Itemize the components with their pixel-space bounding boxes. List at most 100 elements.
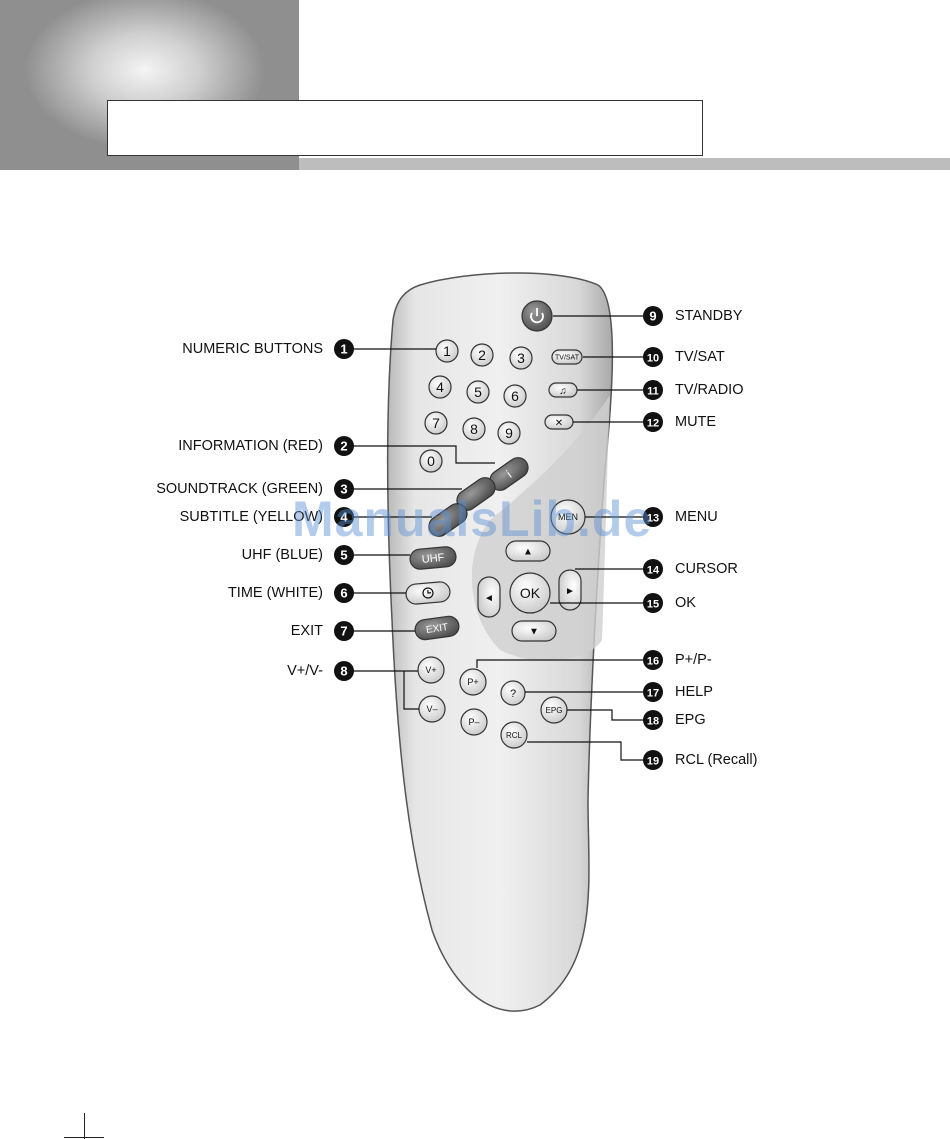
svg-text:10: 10 — [647, 353, 659, 365]
callout-marker-3: 3 — [334, 479, 354, 499]
ok-button[interactable]: OK — [509, 572, 551, 614]
callout-marker-16: 16 — [643, 650, 663, 670]
cursor-left-button[interactable] — [477, 576, 501, 618]
svg-text:12: 12 — [647, 418, 659, 430]
svg-text:TV/SAT: TV/SAT — [555, 354, 580, 361]
leader-line-8 — [353, 670, 419, 710]
numeric-button-6[interactable]: 6 — [503, 384, 527, 408]
callout-label-12: MUTE — [675, 414, 717, 430]
standby-button[interactable] — [521, 300, 553, 332]
leader-line-18 — [567, 709, 644, 721]
callout-marker-10: 10 — [643, 347, 663, 367]
callout-label-19: RCL (Recall) — [675, 752, 758, 768]
svg-text:19: 19 — [647, 756, 659, 768]
callout-label-9: STANDBY — [675, 308, 743, 324]
svg-text:▼: ▼ — [529, 627, 539, 638]
callout-label-11: TV/RADIO — [675, 382, 744, 398]
help-button[interactable]: ? — [500, 680, 526, 706]
subtitle-yellow-button[interactable] — [425, 500, 471, 540]
numeric-button-9[interactable]: 9 — [497, 421, 521, 445]
clock-icon — [422, 587, 434, 599]
callout-marker-5: 5 — [334, 545, 354, 565]
leader-line-16 — [476, 659, 644, 668]
header-title-box — [107, 100, 703, 156]
callout-label-4: SUBTITLE (YELLOW) — [179, 509, 323, 525]
cursor-left-icon: ◄ — [484, 593, 494, 604]
svg-text:8: 8 — [340, 664, 347, 679]
svg-text:MEN: MEN — [558, 512, 578, 522]
volume-down-button[interactable]: V– — [418, 695, 446, 723]
svg-text:15: 15 — [647, 599, 659, 611]
header-strip — [299, 158, 950, 170]
svg-text:OK: OK — [520, 585, 541, 601]
callout-label-14: CURSOR — [675, 561, 738, 577]
svg-text:4: 4 — [340, 510, 348, 525]
time-white-button[interactable] — [405, 581, 451, 605]
svg-text:16: 16 — [647, 656, 659, 668]
leader-line-2 — [353, 445, 495, 464]
callout-marker-4: 4 — [334, 507, 354, 527]
music-note-icon: ♫ — [559, 386, 567, 397]
svg-text:3: 3 — [340, 482, 347, 497]
cursor-down-button[interactable]: ▼ — [511, 620, 557, 642]
svg-text:RCL: RCL — [506, 731, 523, 740]
numeric-button-1[interactable]: 1 — [435, 339, 459, 363]
channel-up-button[interactable]: P+ — [459, 668, 487, 696]
page-corner-mark-h — [64, 1137, 104, 1138]
svg-text:?: ? — [510, 688, 516, 700]
watermark: ManualsLib.de — [292, 491, 653, 547]
callout-label-7: EXIT — [290, 623, 323, 639]
svg-text:V–: V– — [426, 704, 437, 714]
channel-down-button[interactable]: P– — [460, 708, 488, 736]
svg-text:9: 9 — [505, 425, 513, 441]
svg-text:4: 4 — [436, 379, 444, 395]
svg-text:2: 2 — [478, 347, 486, 363]
numeric-button-4[interactable]: 4 — [428, 375, 452, 399]
svg-text:6: 6 — [340, 586, 347, 601]
callout-marker-13: 13 — [643, 507, 663, 527]
svg-text:6: 6 — [511, 388, 519, 404]
callout-marker-14: 14 — [643, 559, 663, 579]
numeric-button-0[interactable]: 0 — [419, 449, 443, 473]
callout-label-2: INFORMATION (RED) — [178, 438, 323, 454]
epg-button[interactable]: EPG — [540, 696, 568, 724]
callout-marker-19: 19 — [643, 750, 663, 770]
svg-text:P+: P+ — [467, 677, 478, 687]
callout-marker-6: 6 — [334, 583, 354, 603]
uhf-blue-button[interactable]: UHF — [409, 546, 457, 570]
svg-text:8: 8 — [470, 421, 478, 437]
numeric-button-3[interactable]: 3 — [509, 346, 533, 370]
callout-marker-18: 18 — [643, 710, 663, 730]
callout-marker-2: 2 — [334, 436, 354, 456]
rcl-button[interactable]: RCL — [500, 721, 528, 749]
callout-label-16: P+/P- — [675, 652, 712, 668]
callout-label-5: UHF (BLUE) — [241, 547, 323, 563]
svg-text:0: 0 — [427, 453, 435, 469]
svg-text:5: 5 — [474, 384, 482, 400]
svg-text:▲: ▲ — [523, 547, 533, 558]
exit-button[interactable]: EXIT — [414, 615, 460, 641]
numeric-button-5[interactable]: 5 — [466, 380, 490, 404]
callout-marker-8: 8 — [334, 661, 354, 681]
cursor-right-button[interactable] — [558, 569, 582, 611]
numeric-button-8[interactable]: 8 — [462, 417, 486, 441]
svg-text:7: 7 — [432, 415, 440, 431]
cursor-right-icon: ► — [565, 586, 575, 597]
svg-text:P–: P– — [468, 717, 479, 727]
cursor-up-button[interactable]: ▲ — [505, 540, 551, 562]
callout-label-8: V+/V- — [287, 663, 323, 679]
callout-marker-7: 7 — [334, 621, 354, 641]
leader-line-19 — [527, 741, 644, 761]
callout-label-18: EPG — [675, 712, 706, 728]
svg-text:5: 5 — [340, 548, 347, 563]
tv-sat-button[interactable]: TV/SAT — [551, 349, 583, 365]
mute-button[interactable]: ✕ — [544, 414, 574, 430]
volume-up-button[interactable]: V+ — [417, 656, 445, 684]
callout-label-17: HELP — [675, 684, 713, 700]
numeric-button-2[interactable]: 2 — [470, 343, 494, 367]
svg-text:UHF: UHF — [421, 552, 445, 566]
tv-radio-button[interactable]: ♫ — [548, 382, 578, 398]
numeric-button-7[interactable]: 7 — [424, 411, 448, 435]
svg-text:1: 1 — [443, 343, 451, 359]
